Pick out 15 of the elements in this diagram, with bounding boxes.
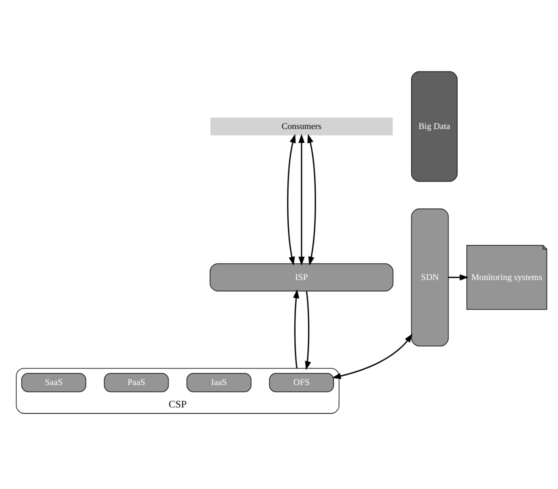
node-box: OFS — [269, 372, 334, 392]
arrow — [332, 333, 413, 379]
node-box: SDN — [411, 208, 449, 346]
arrow — [298, 133, 305, 266]
node-box: IaaS — [186, 372, 252, 392]
arrow — [305, 290, 312, 370]
arrow — [287, 133, 296, 266]
node-box: Consumers — [210, 116, 394, 136]
arrow — [307, 133, 316, 266]
node-box: ISP — [210, 262, 394, 291]
node-box: SaaS — [21, 372, 86, 392]
node-box: PaaS — [104, 372, 169, 392]
arrow — [293, 288, 300, 368]
arrow — [448, 274, 469, 280]
node-box: Big Data — [411, 70, 458, 182]
